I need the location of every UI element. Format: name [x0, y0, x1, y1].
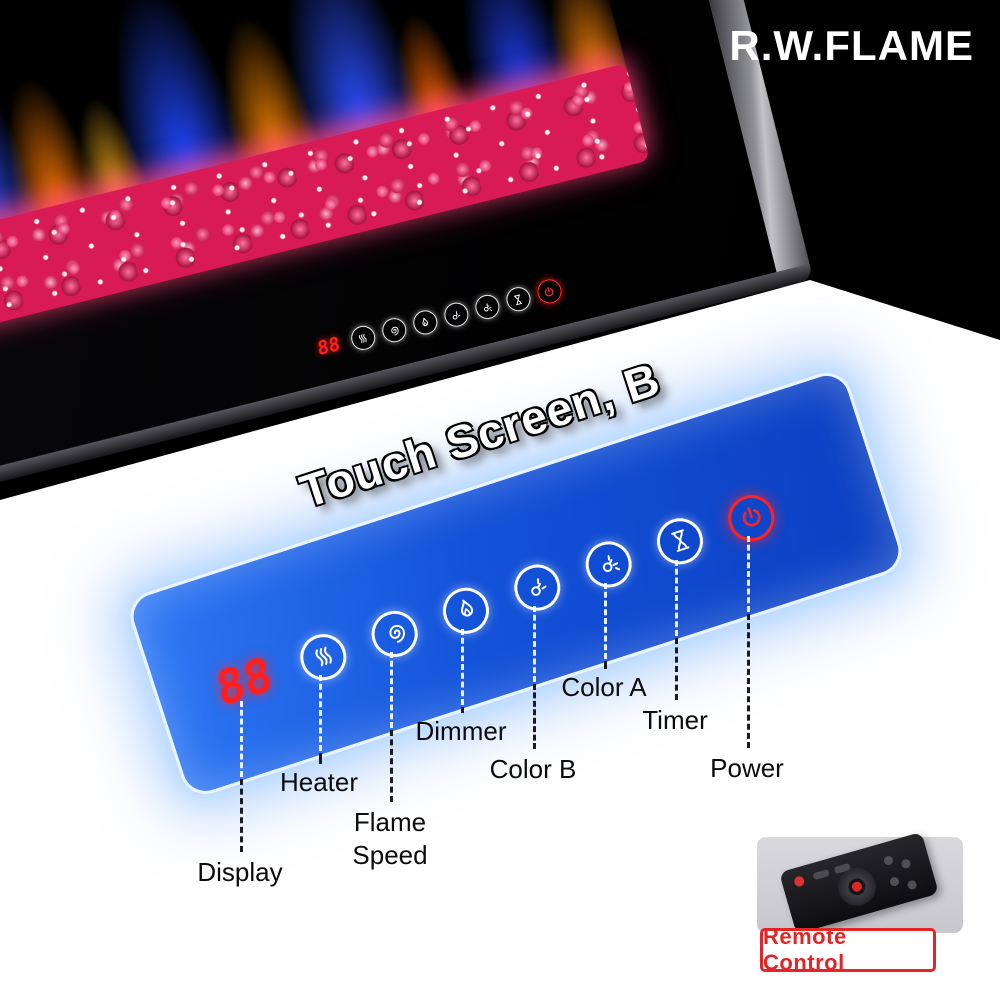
remote-power-button [793, 875, 806, 888]
color-b-icon [508, 558, 567, 617]
remote-button [900, 858, 912, 870]
remote-control-label-box: Remote Control [760, 924, 936, 975]
leader-line-color-b [533, 684, 536, 749]
remote-control-device [779, 831, 939, 935]
leader-line-color-a [604, 661, 607, 669]
remote-control-photo [757, 831, 963, 935]
label-dimmer: Dimmer [415, 716, 507, 746]
power-icon [722, 488, 781, 547]
fireplace-color-b-icon [441, 300, 471, 330]
heater-icon [294, 627, 353, 686]
leader-line-dimmer-upper [461, 629, 464, 705]
remote-control-label: Remote Control [763, 924, 847, 975]
leader-line-flame-speed-upper [390, 652, 393, 728]
label-display: Display [197, 857, 283, 887]
leader-line-display [240, 779, 243, 852]
fireplace-display-readout: 88 [316, 332, 342, 361]
leader-line-power [747, 614, 750, 748]
label-color-b: Color B [489, 754, 577, 784]
dimmer-icon [436, 581, 495, 640]
label-timer: Timer [642, 705, 708, 735]
leader-line-heater [319, 753, 322, 764]
flame-speed-icon [365, 604, 424, 663]
remote-button [812, 869, 830, 881]
leader-line-color-a-upper [604, 583, 607, 659]
remote-button [906, 879, 918, 891]
display-readout: 88 [211, 646, 277, 719]
fireplace-color-a-icon [472, 292, 502, 322]
timer-icon [650, 511, 709, 570]
leader-line-heater-upper [319, 675, 322, 751]
label-power: Power [710, 753, 784, 783]
remote-button [882, 854, 895, 867]
label-heater: Heater [279, 767, 359, 797]
remote-dpad-center [850, 880, 864, 893]
fireplace-heater-icon [348, 323, 378, 353]
leader-line-display-upper [240, 701, 243, 777]
leader-line-color-b-upper [533, 606, 536, 682]
label-flame-speed: Flame Speed [352, 807, 428, 870]
brand-logo: R.W.FLAME [729, 22, 974, 69]
fireplace-flame-speed-icon [379, 315, 409, 345]
leader-line-dimmer [461, 707, 464, 713]
fireplace-dimmer-icon [410, 307, 440, 337]
leader-line-timer [675, 638, 678, 700]
color-a-icon [579, 534, 638, 593]
leader-line-timer-upper [675, 560, 678, 636]
leader-line-flame-speed [390, 730, 393, 802]
fireplace-power-icon [534, 276, 564, 307]
remote-button [888, 876, 901, 888]
leader-line-power-upper [747, 536, 750, 612]
fireplace-timer-icon [503, 284, 533, 314]
label-color-a: Color A [561, 672, 647, 702]
